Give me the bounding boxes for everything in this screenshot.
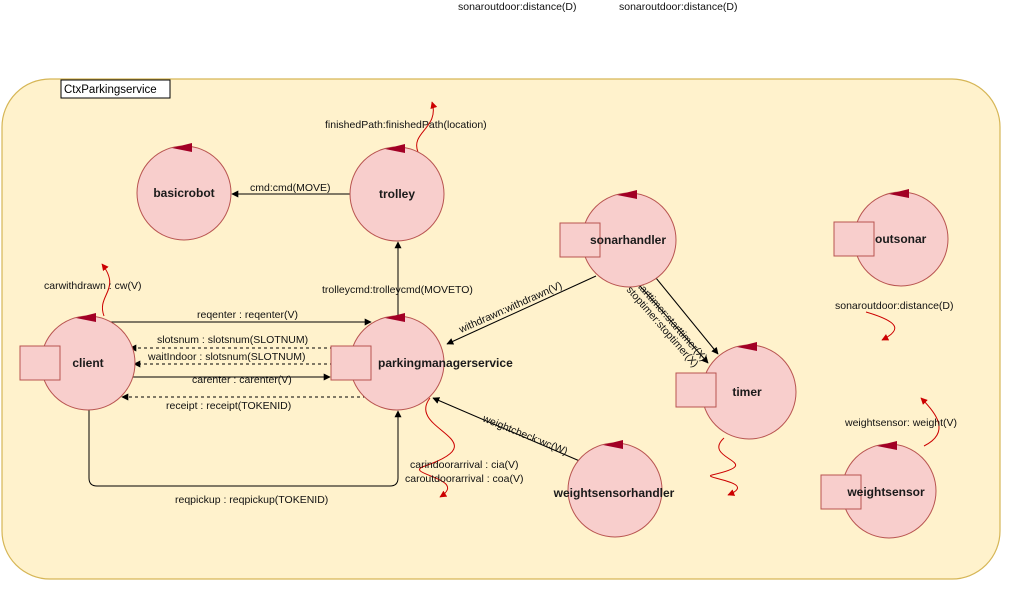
actor-client[interactable]: client (19, 313, 136, 411)
actor-label-sonarhandler: sonarhandler (590, 233, 666, 247)
actor-marker-icon (603, 440, 623, 449)
actor-parkingmanagerservice[interactable]: parkingmanagerservice (330, 313, 513, 411)
self-loop-client (101, 263, 111, 317)
actor-weightsensorhandler[interactable]: weightsensorhandler (553, 440, 675, 538)
actor-marker-icon (877, 441, 897, 450)
actor-weightsensor[interactable]: weightsensor (820, 441, 937, 539)
edge-label-reqpickup: reqpickup : reqpickup(TOKENID) (175, 494, 328, 506)
context-container[interactable] (1, 78, 1001, 580)
edge-label-sonaroutdoor: sonaroutdoor:distance(D) (835, 300, 953, 312)
actor-marker-icon (737, 342, 757, 351)
actor-label-trolley: trolley (379, 187, 415, 201)
actor-marker-icon (889, 189, 909, 198)
edge-label-receipt: receipt : receipt(TOKENID) (166, 400, 291, 412)
actor-marker-icon (76, 313, 96, 322)
actor-trolley[interactable]: trolley (349, 144, 445, 242)
actor-marker-icon (172, 143, 192, 152)
actor-port-weightsensor (820, 474, 862, 510)
self-loop-trolley (416, 101, 438, 153)
edge-label-wait-indoor: waitIndoor : slotsnum(SLOTNUM) (147, 351, 306, 363)
top-label-2: sonaroutdoor:distance(D) (619, 1, 737, 13)
edge-stoptimer (639, 285, 709, 364)
self-loop-parkingmanager (419, 397, 455, 498)
actor-label-parkingmanagerservice: parkingmanagerservice (378, 356, 513, 370)
edge-label-coa: caroutdoorarrival : coa(V) (405, 473, 523, 485)
actor-port-outsonar (833, 221, 875, 257)
actor-port-client (19, 345, 61, 381)
actor-label-weightsensorhandler: weightsensorhandler (553, 486, 675, 500)
edge-label-trolleycmd: trolleycmd:trolleycmd(MOVETO) (322, 284, 473, 296)
edge-label-reqenter: reqenter : reqenter(V) (197, 309, 298, 321)
self-loop-weightsensor (920, 397, 940, 447)
edge-label-slotsnum: slotsnum : slotsnum(SLOTNUM) (157, 334, 308, 346)
actor-port-sonarhandler (559, 222, 601, 258)
edge-withdrawn (446, 275, 597, 345)
edge-label-weight: weightsensor: weight(V) (844, 417, 957, 429)
actor-label-outsonar: outsonar (875, 232, 927, 246)
self-loop-outsonar (865, 311, 896, 341)
context-label-box (60, 79, 171, 99)
edge-label-carenter: carenter : carenter(V) (192, 374, 292, 386)
edge-label-carwithdrawn: carwithdrawn : cw(V) (44, 280, 141, 292)
actor-marker-icon (617, 190, 637, 199)
self-loop-timer (709, 437, 738, 496)
actor-label-client: client (72, 356, 103, 370)
actor-label-timer: timer (732, 385, 762, 399)
actor-basicrobot[interactable]: basicrobot (136, 143, 232, 241)
actor-marker-icon (385, 313, 405, 322)
actor-outsonar[interactable]: outsonar (833, 189, 949, 287)
edge-label-cia: carindoorarrival : cia(V) (410, 459, 519, 471)
edge-weightcheck (432, 397, 583, 463)
edge-starttimer (655, 277, 719, 355)
context-label: CtxParkingservice (64, 84, 157, 96)
actor-timer[interactable]: timer (675, 342, 797, 440)
actor-sonarhandler[interactable]: sonarhandler (559, 190, 677, 288)
edge-label-finished-path: finishedPath:finishedPath(location) (325, 119, 487, 131)
actor-label-weightsensor: weightsensor (846, 485, 925, 499)
top-label-1: sonaroutdoor:distance(D) (458, 1, 576, 13)
actor-port-timer (675, 372, 717, 408)
edge-label-cmd: cmd:cmd(MOVE) (250, 182, 331, 194)
actor-marker-icon (385, 144, 405, 153)
edge-reqpickup (88, 410, 402, 487)
actor-port-parkingmanagerservice (330, 345, 372, 381)
actor-label-basicrobot: basicrobot (153, 186, 214, 200)
